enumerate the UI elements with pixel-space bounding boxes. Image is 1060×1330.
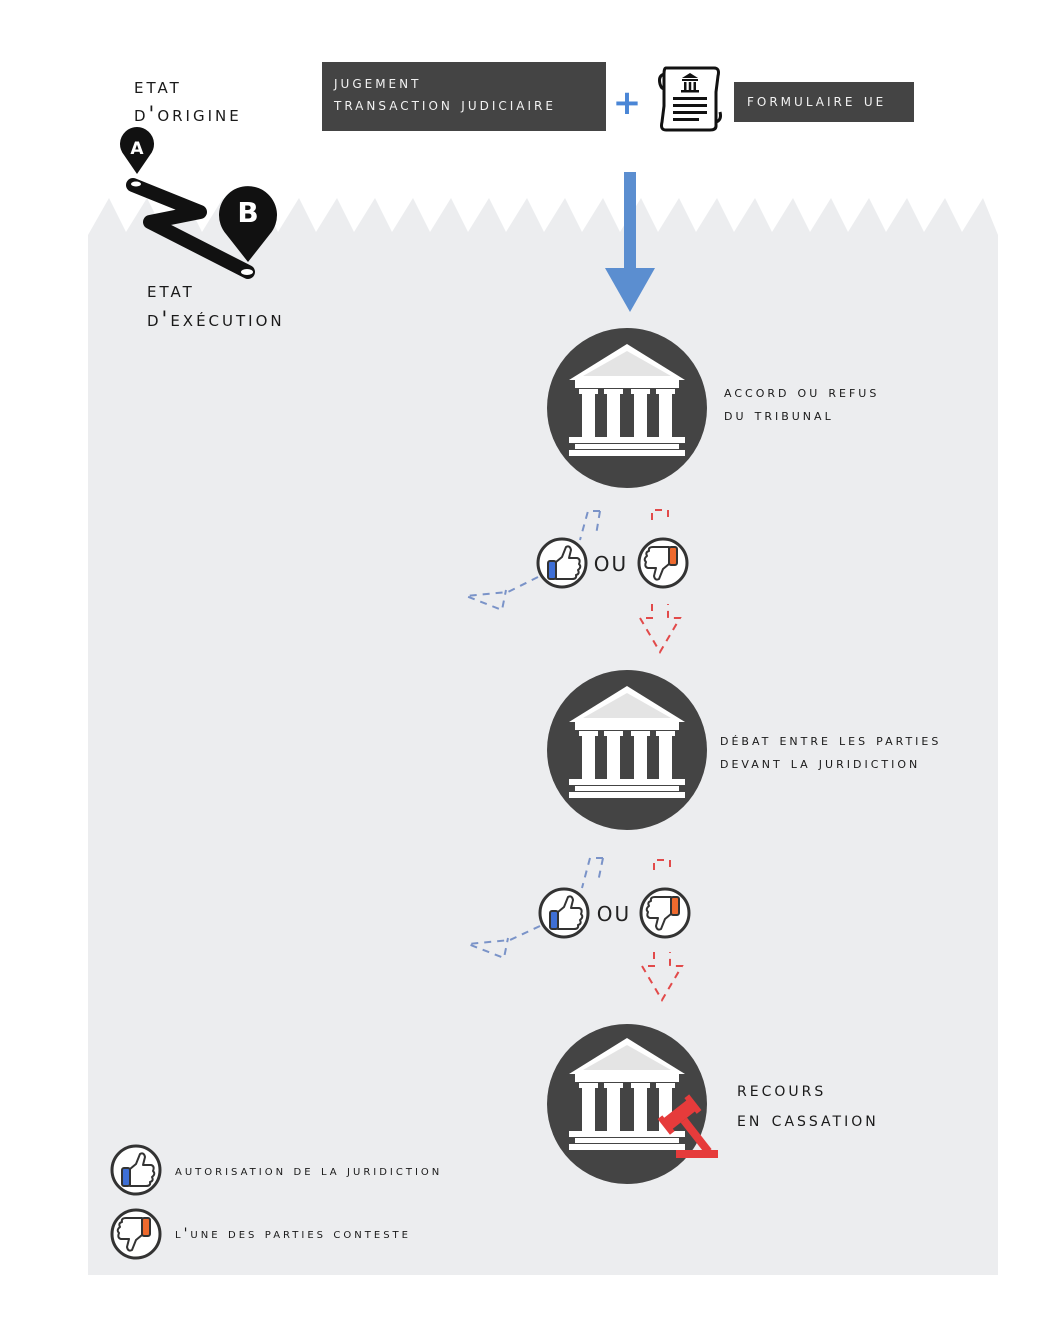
approve-path-1 bbox=[465, 510, 601, 612]
content-panel bbox=[88, 198, 998, 1275]
step-2-line-1: Débat entre les parties bbox=[720, 730, 942, 749]
origin-state-label: Etat d'origine bbox=[134, 72, 242, 128]
legend-approve-label: autorisation de la juridiction bbox=[175, 1163, 443, 1179]
step-3-label: Recours en cassation bbox=[737, 1074, 879, 1134]
execution-state-line-1: Etat bbox=[147, 278, 195, 302]
plus-sign: + bbox=[613, 83, 642, 123]
marker-a-label: A bbox=[130, 139, 144, 159]
execution-state-label: Etat d'exécution bbox=[147, 276, 285, 334]
document-icon bbox=[658, 66, 722, 132]
thumbs-down-icon[interactable] bbox=[637, 537, 689, 589]
or-text: ou bbox=[594, 552, 628, 576]
court-step-1 bbox=[547, 328, 707, 488]
origin-state-line-2: d'origine bbox=[134, 102, 242, 126]
judgment-box: Jugement Transaction Judiciaire bbox=[322, 62, 606, 131]
step-3-line-1: Recours bbox=[737, 1077, 827, 1101]
execution-state-line-2: d'exécution bbox=[147, 307, 285, 331]
court-step-3 bbox=[547, 1024, 718, 1184]
step-1-label: Accord ou refus du tribunal bbox=[724, 380, 879, 426]
step-1-line-1: Accord ou refus bbox=[724, 382, 880, 401]
origin-state-line-1: Etat bbox=[134, 74, 182, 98]
flow-arrow bbox=[605, 172, 655, 312]
step-2-line-2: devant la juridiction bbox=[720, 753, 921, 772]
legend-thumbs-down-icon bbox=[110, 1208, 162, 1260]
thumbs-down-icon[interactable] bbox=[639, 887, 691, 939]
pin-a-icon: A bbox=[120, 127, 154, 174]
judgment-line-1: Jugement bbox=[334, 73, 422, 93]
thumbs-up-icon[interactable] bbox=[536, 537, 588, 589]
contest-path-1 bbox=[638, 509, 682, 654]
route-icon bbox=[126, 178, 255, 279]
legend-thumbs-up-icon bbox=[110, 1144, 162, 1196]
step-1-line-2: du tribunal bbox=[724, 405, 834, 424]
eu-form-box: Formulaire UE bbox=[734, 82, 914, 122]
legend-contest-label: l'une des parties conteste bbox=[175, 1226, 411, 1242]
contest-path-2 bbox=[640, 859, 684, 1002]
step-2-label: Débat entre les parties devant la juridi… bbox=[720, 728, 941, 774]
or-text: ou bbox=[597, 902, 631, 926]
gavel-icon bbox=[657, 1094, 712, 1155]
judgment-line-2: Transaction Judiciaire bbox=[334, 95, 556, 115]
court-step-2 bbox=[547, 670, 707, 830]
pin-b-icon: B bbox=[218, 186, 277, 262]
approve-path-2 bbox=[467, 857, 604, 960]
marker-b-label: B bbox=[237, 196, 258, 229]
eu-form-label: Formulaire UE bbox=[747, 91, 887, 111]
thumbs-up-icon[interactable] bbox=[538, 887, 590, 939]
step-3-line-2: en cassation bbox=[737, 1107, 879, 1131]
